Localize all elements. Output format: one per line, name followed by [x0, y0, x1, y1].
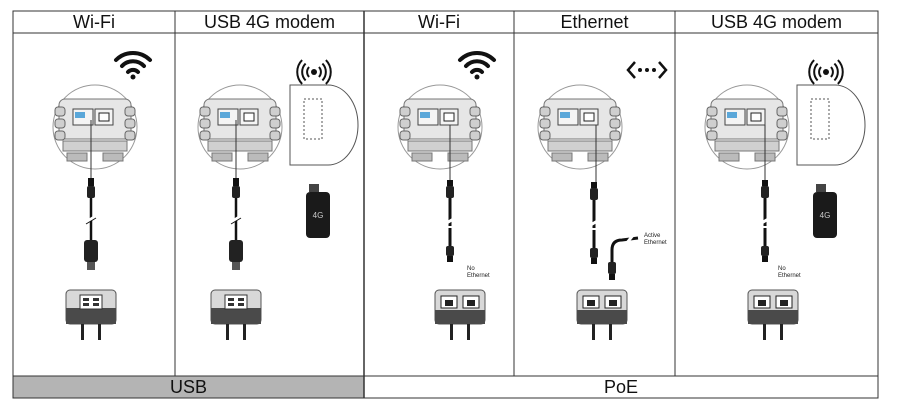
- usb-power-adapter-1: [65, 289, 117, 341]
- usb-footer-band: [13, 376, 364, 398]
- ethernet-cable-2: [587, 180, 601, 266]
- cellular-signal-icon: [296, 59, 332, 85]
- device-zoom-4: [537, 84, 623, 170]
- outer-frame: [12, 10, 879, 399]
- poe-injector-2: [576, 289, 628, 341]
- group-label-poe: PoE: [603, 377, 639, 397]
- device-zoom-2: [197, 84, 283, 170]
- device-zoom-1: [52, 84, 138, 170]
- annotation-active-ethernet: Active Ethernet: [644, 233, 667, 246]
- poe-injector-1: [434, 289, 486, 341]
- wifi-icon: [114, 50, 152, 80]
- usb-cable-1: [82, 176, 100, 272]
- device-zoom-5: [704, 84, 790, 170]
- column-title-1: Wi-Fi: [73, 12, 115, 32]
- wifi-icon: [458, 50, 496, 80]
- poe-injector-3: [747, 289, 799, 341]
- ethernet-cable-3: [758, 178, 772, 264]
- annotation-no-ethernet-1: No Ethernet: [467, 266, 490, 279]
- usb-4g-modem-1: [306, 184, 330, 238]
- column-title-3: Wi-Fi: [418, 12, 460, 32]
- modem-zoom-1: [289, 84, 359, 166]
- modem-zoom-2: [796, 84, 866, 166]
- device-zoom-3: [397, 84, 483, 170]
- column-title-4: Ethernet: [560, 12, 629, 32]
- usb-4g-modem-2: [813, 184, 837, 238]
- ethernet-icon: [626, 61, 668, 79]
- usb-power-adapter-2: [210, 289, 262, 341]
- cellular-signal-icon: [808, 59, 844, 85]
- column-title-2: USB 4G modem: [203, 12, 336, 32]
- ethernet-cable-1: [443, 178, 457, 264]
- group-label-usb: USB: [169, 377, 207, 397]
- annotation-no-ethernet-2: No Ethernet: [778, 266, 801, 279]
- column-title-5: USB 4G modem: [710, 12, 843, 32]
- active-ethernet-cable: [608, 233, 639, 280]
- usb-cable-2: [227, 176, 245, 272]
